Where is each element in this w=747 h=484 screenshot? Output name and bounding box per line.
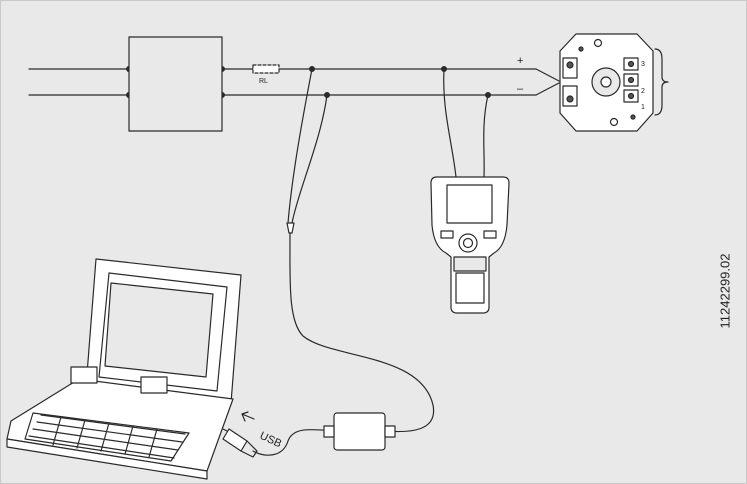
terminal-1-label: 1 (641, 104, 645, 111)
document-id: 11242299.02 (713, 231, 737, 351)
minus-label: – (517, 83, 524, 95)
transmitter-head: 1 2 3 (559, 33, 654, 132)
usb-modem (323, 412, 396, 451)
loop-wires (28, 65, 560, 98)
terminal-3-label: 3 (641, 61, 645, 68)
usb-plug: USB (218, 411, 284, 458)
plus-label: + (517, 55, 523, 67)
usb-label: USB (258, 430, 284, 450)
handheld-communicator (430, 68, 510, 314)
document-id-text: 11242299.02 (717, 253, 733, 329)
resistor-label: RL (259, 78, 268, 85)
power-supply-box (128, 36, 223, 132)
modem-cable (252, 68, 435, 456)
terminal-2-label: 2 (641, 88, 645, 95)
laptop (6, 258, 242, 480)
sensor-brace (654, 48, 669, 116)
resistor-rl: RL (252, 64, 280, 85)
